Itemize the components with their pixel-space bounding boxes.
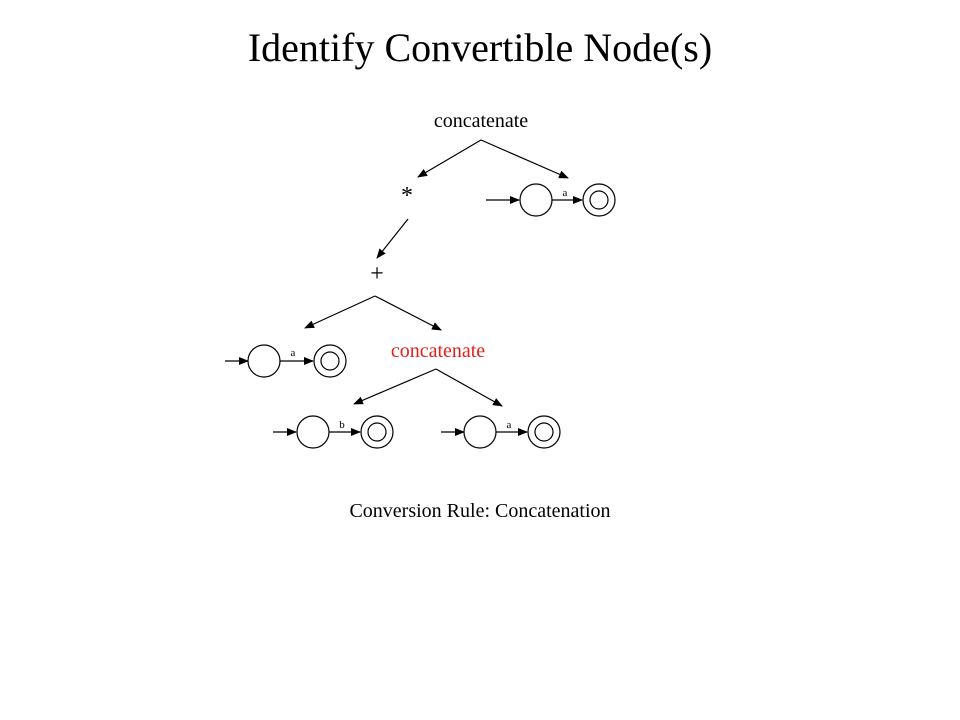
accept-state-outer (527, 415, 561, 449)
transition-label: b (339, 419, 345, 431)
plus-node: + (370, 261, 384, 287)
highlight-left-edge (353, 368, 437, 405)
accept-state-inner (534, 422, 554, 442)
highlight-concatenate-node: concatenate (391, 340, 485, 362)
transition-label: a (563, 187, 568, 199)
star-node: * (401, 183, 413, 209)
root-left-edge (417, 139, 482, 178)
accept-state-outer (313, 344, 347, 378)
accept-state-outer (360, 415, 394, 449)
accept-state-outer (582, 183, 616, 217)
plus-left-edge (304, 295, 376, 329)
accept-state-inner (589, 190, 609, 210)
transition-label: a (507, 419, 512, 431)
accept-state-inner (367, 422, 387, 442)
star-edge (376, 218, 409, 259)
transition-label: a (291, 347, 296, 359)
nfa-bottom-right: a (441, 415, 561, 449)
start-state (463, 415, 497, 449)
root-concatenate-node: concatenate (434, 110, 528, 132)
root-right-edge (480, 139, 569, 179)
nfa-top-right: a (486, 183, 616, 217)
plus-right-edge (374, 295, 442, 331)
nfa-left: a (225, 344, 347, 378)
highlight-right-edge (435, 368, 503, 407)
start-state (519, 183, 553, 217)
page-title: Identify Convertible Node(s) (247, 25, 713, 70)
start-state (296, 415, 330, 449)
start-state (247, 344, 281, 378)
nfa-bottom-left: b (273, 415, 394, 449)
conversion-rule-caption: Conversion Rule: Concatenation (349, 500, 611, 522)
accept-state-inner (320, 351, 340, 371)
